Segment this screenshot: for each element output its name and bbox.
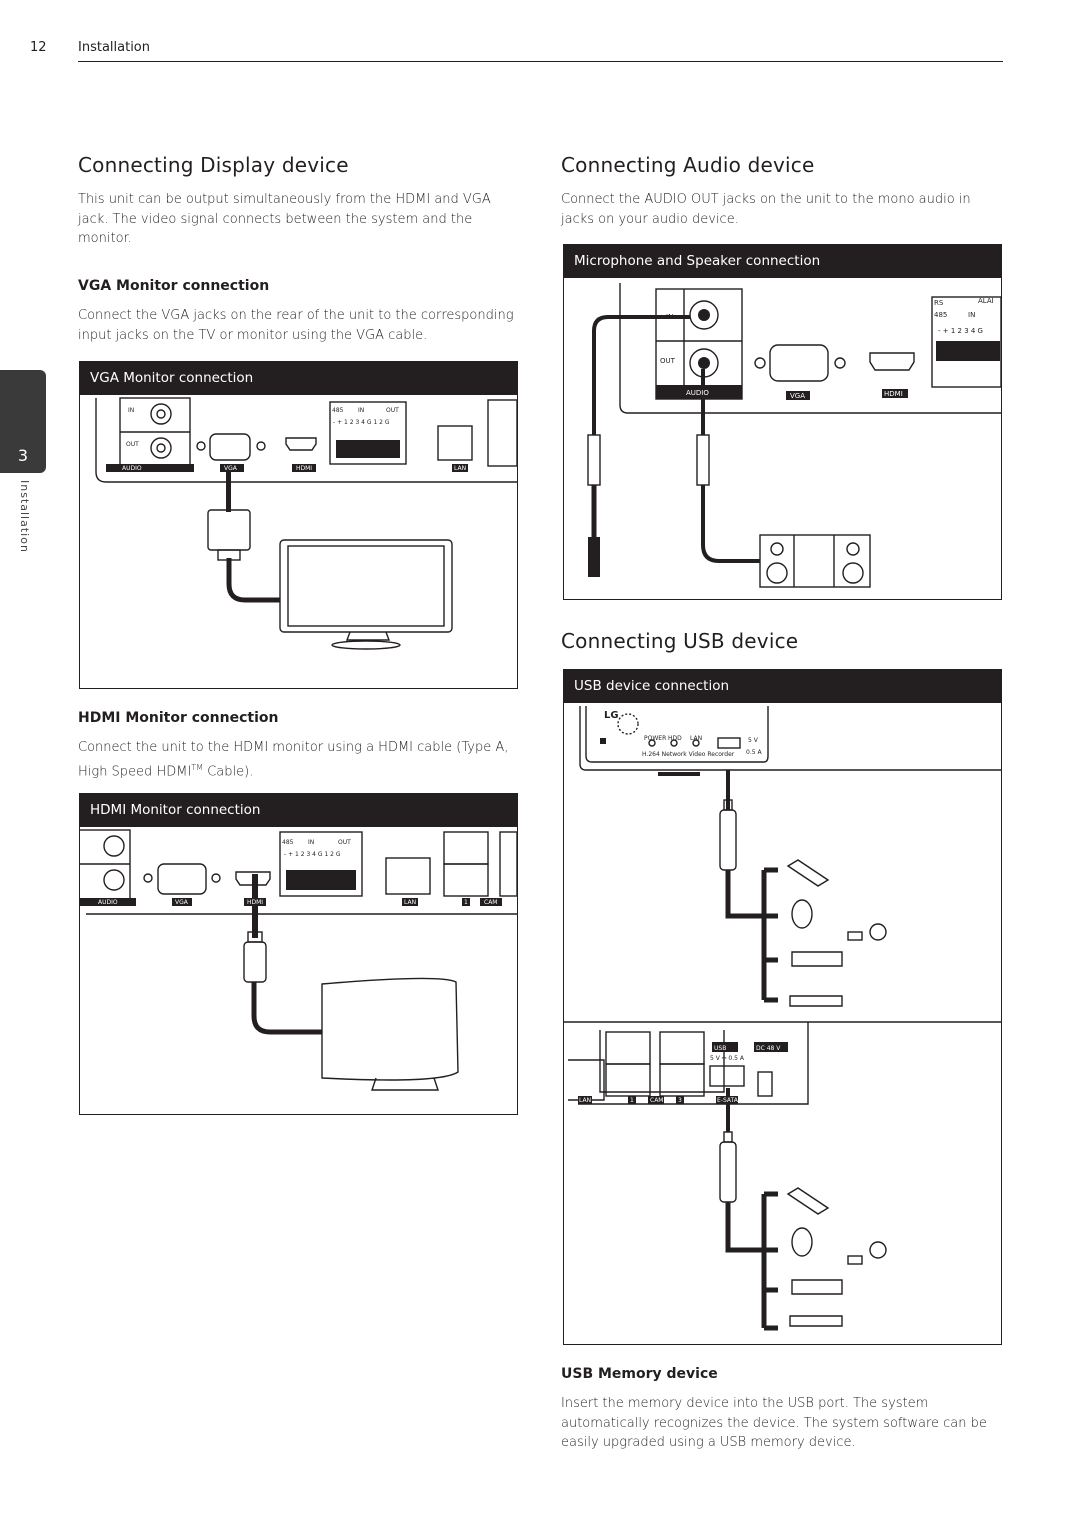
vga-label-485: 485 xyxy=(332,407,344,414)
page-number: 12 xyxy=(30,40,47,55)
chapter-label: Installation xyxy=(18,480,31,553)
usb-label-power: POWER xyxy=(644,735,666,742)
hdmi-text: Connect the unit to the HDMI monitor usi… xyxy=(78,738,518,781)
audio-label-hdmi: HDMI xyxy=(884,390,903,398)
hdmi-label-alarm-in: IN xyxy=(308,839,314,846)
audio-section-title: Connecting Audio device xyxy=(561,153,815,177)
audio-label-485: 485 xyxy=(934,311,947,319)
hdmi-label-alarm-out: OUT xyxy=(338,839,351,846)
header-rule xyxy=(78,61,1003,62)
audio-label-in: IN xyxy=(666,313,673,321)
vga-heading: VGA Monitor connection xyxy=(78,278,270,294)
vga-label-out: OUT xyxy=(126,441,139,448)
hdmi-label-vga: VGA xyxy=(175,899,189,906)
vga-diagram: AUDIO VGA HDMI LAN IN OUT 485 IN OUT - +… xyxy=(95,397,517,650)
hdmi-text-sup: TM xyxy=(191,762,204,772)
usb-section-title: Connecting USB device xyxy=(561,629,799,653)
vga-label-audio: AUDIO xyxy=(122,465,142,472)
audio-label-alarm-in: IN xyxy=(968,311,975,319)
audio-label-rs: RS xyxy=(934,299,944,307)
usb-memory-text: Insert the memory device into the USB po… xyxy=(561,1396,987,1450)
audio-label-audio: AUDIO xyxy=(686,389,709,397)
chapter-number: 3 xyxy=(17,446,29,465)
usb-label-5v: 5 V xyxy=(748,737,759,744)
hdmi-label-hdmi: HDMI xyxy=(247,899,263,906)
usb-diagram: LG POWER HDD LAN H.264 Network Video Rec… xyxy=(564,706,1001,1331)
hdmi-text-a: Connect the unit to the HDMI monitor usi… xyxy=(78,740,509,779)
usb-memory-heading: USB Memory device xyxy=(561,1366,718,1382)
audio-diagram: AUDIO VGA HDMI IN OUT RS 485 ALAI IN - +… xyxy=(587,283,1001,588)
hdmi-text-b: Cable). xyxy=(203,763,254,779)
usb-label-brand: LG xyxy=(604,710,619,721)
audio-intro: Connect the AUDIO OUT jacks on the unit … xyxy=(561,192,971,227)
hdmi-label-audio: AUDIO xyxy=(98,899,118,906)
usb-label-05a: 0.5 A xyxy=(746,749,762,756)
usb-label-1: 1 xyxy=(630,1097,634,1104)
usb-label-lan: LAN xyxy=(690,735,702,742)
vga-figure: VGA Monitor connection xyxy=(79,361,518,689)
vga-label-lan: LAN xyxy=(454,465,466,472)
usb-figure: USB device connection xyxy=(563,669,1002,1345)
display-intro: This unit can be output simultaneously f… xyxy=(78,192,491,246)
display-section-title: Connecting Display device xyxy=(78,153,349,177)
usb-label-dc: DC 48 V xyxy=(756,1045,781,1052)
vga-label-alarm-out: OUT xyxy=(386,407,399,414)
audio-figure-title: Microphone and Speaker connection xyxy=(564,245,1001,278)
usb-label-hdd: HDD xyxy=(668,735,682,742)
vga-label-in: IN xyxy=(128,407,134,414)
vga-text: Connect the VGA jacks on the rear of the… xyxy=(78,308,514,343)
audio-figure: Microphone and Speaker connection xyxy=(563,244,1002,600)
audio-label-out: OUT xyxy=(660,357,676,365)
usb-label-3: 3 xyxy=(678,1097,682,1104)
vga-label-vga: VGA xyxy=(224,465,238,472)
hdmi-label-lan: LAN xyxy=(404,899,416,906)
audio-label-alarm: ALAI xyxy=(978,297,994,305)
usb-label-lan2: LAN xyxy=(579,1097,591,1104)
chapter-tab xyxy=(0,370,46,473)
hdmi-figure: HDMI Monitor connection xyxy=(79,793,518,1115)
usb-label-cam: CAM xyxy=(650,1097,663,1104)
usb-label-usb: USB xyxy=(714,1045,726,1052)
running-header: Installation xyxy=(78,40,151,55)
hdmi-label-485: 485 xyxy=(282,839,294,846)
hdmi-figure-title: HDMI Monitor connection xyxy=(80,794,517,827)
vga-label-hdmi: HDMI xyxy=(296,465,312,472)
hdmi-label-cam: CAM xyxy=(484,899,497,906)
vga-label-alarm-in: IN xyxy=(358,407,364,414)
vga-alarm-pins: - + 1 2 3 4 G 1 2 G xyxy=(333,419,390,426)
usb-label-esata: E-SATA xyxy=(717,1097,739,1104)
audio-alarm-pins: - + 1 2 3 4 G xyxy=(938,327,983,335)
hdmi-diagram: AUDIO VGA HDMI LAN 1 CAM 485 IN OUT - + … xyxy=(80,829,517,1091)
hdmi-alarm-pins: - + 1 2 3 4 G 1 2 G xyxy=(284,851,341,858)
usb-figure-title: USB device connection xyxy=(564,670,1001,703)
usb-label-recorder: H.264 Network Video Recorder xyxy=(642,751,735,758)
vga-figure-title: VGA Monitor connection xyxy=(80,362,517,395)
hdmi-label-1: 1 xyxy=(464,899,468,906)
usb-label-rating: 5 V ⎓ 0.5 A xyxy=(710,1055,745,1062)
hdmi-heading: HDMI Monitor connection xyxy=(78,710,279,726)
audio-label-vga: VGA xyxy=(790,392,805,400)
